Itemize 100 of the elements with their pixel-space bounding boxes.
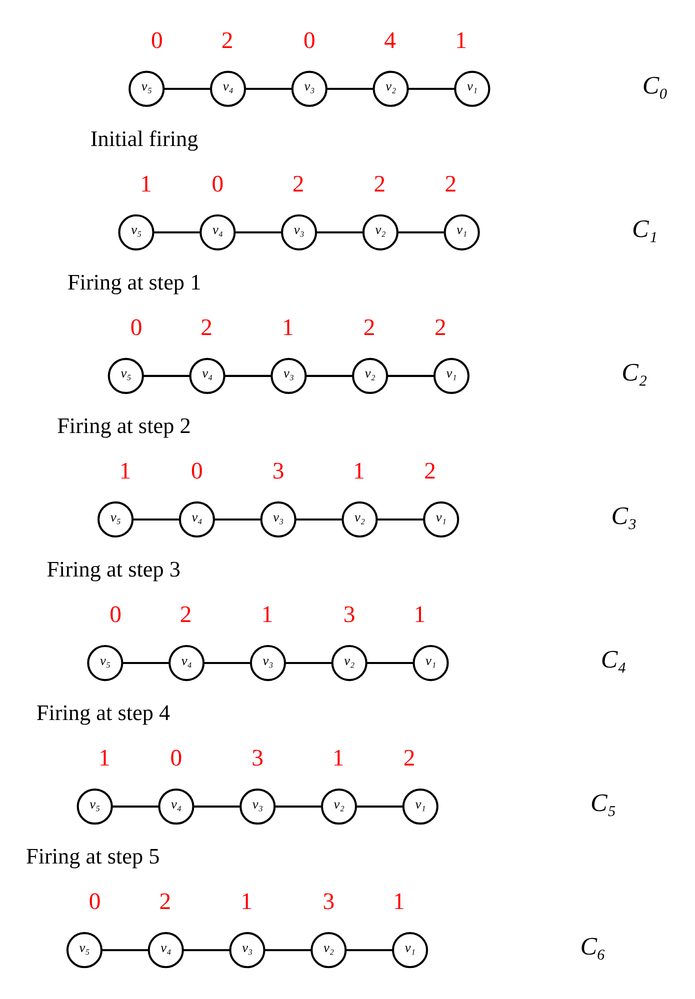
- connector: [204, 662, 251, 664]
- connector: [214, 518, 262, 520]
- label: C₁: [632, 216, 658, 243]
- node-label: 2: [363, 314, 376, 341]
- label: C₆: [580, 934, 606, 961]
- node-circle: v₃: [240, 788, 276, 825]
- node-circle: v₁: [444, 214, 480, 250]
- node-label: 2: [374, 171, 386, 198]
- node-circle: v₁: [392, 932, 428, 968]
- node-circle: v₂: [331, 644, 368, 682]
- node-circle: v₂: [352, 358, 388, 394]
- node-label: 0: [303, 28, 316, 54]
- node-circle: v₃: [229, 932, 266, 968]
- label: Firing at step 5: [26, 844, 160, 869]
- node-circle: v₂: [320, 788, 358, 825]
- connector: [234, 231, 282, 234]
- node-circle: v₁: [412, 644, 449, 682]
- connector: [346, 949, 393, 952]
- node-circle: v₅: [76, 788, 113, 825]
- connector: [224, 374, 272, 377]
- connector: [183, 949, 230, 952]
- node-label: 3: [252, 746, 264, 772]
- connector: [112, 806, 160, 808]
- node-label: 1: [261, 602, 274, 628]
- node-circle: v₂: [362, 214, 398, 250]
- connector: [356, 806, 404, 808]
- node-label: 1: [455, 28, 467, 54]
- connector: [245, 88, 292, 90]
- connector: [408, 88, 456, 90]
- node-circle: v₃: [291, 70, 328, 107]
- node-label: 0: [191, 458, 203, 484]
- node-circle: v₅: [128, 70, 165, 107]
- node-label: 0: [170, 746, 182, 772]
- connector: [143, 374, 190, 377]
- node-circle: v₃: [250, 644, 286, 682]
- connector: [164, 88, 211, 90]
- node-label: 1: [282, 314, 294, 341]
- node-circle: v₁: [423, 501, 460, 538]
- node-circle: v₄: [189, 358, 226, 394]
- connector: [316, 231, 364, 234]
- label: C₅: [590, 790, 616, 818]
- connector: [285, 662, 332, 664]
- connector: [387, 374, 434, 377]
- node-label: 0: [110, 602, 122, 628]
- connector: [264, 949, 312, 952]
- node-label: 3: [272, 458, 284, 484]
- node-circle: v₄: [178, 501, 215, 538]
- node-label: 2: [444, 171, 457, 198]
- node-label: 3: [322, 889, 335, 916]
- node-circle: v₄: [210, 70, 246, 107]
- node-label: 1: [240, 889, 252, 916]
- node-circle: v₂: [372, 70, 409, 107]
- node-circle: v₃: [270, 358, 307, 394]
- connector: [274, 806, 322, 808]
- node-circle: v₃: [260, 501, 296, 538]
- node-circle: v₁: [433, 358, 470, 394]
- node-circle: v₂: [342, 501, 378, 538]
- node-circle: v₄: [168, 644, 205, 682]
- node-label: 2: [200, 314, 212, 341]
- node-circle: v₁: [402, 788, 438, 825]
- connector: [306, 374, 353, 377]
- node-circle: v₄: [158, 788, 194, 825]
- connector: [366, 662, 414, 664]
- node-label: 1: [98, 746, 110, 772]
- node-circle: v₄: [148, 932, 184, 968]
- node-label: 3: [343, 602, 356, 628]
- label: Firing at step 1: [67, 269, 202, 294]
- node-circle: v₅: [87, 644, 124, 682]
- connector: [102, 949, 149, 952]
- connector: [193, 806, 241, 808]
- node-label: 1: [140, 171, 152, 198]
- connector: [295, 518, 343, 520]
- node-circle: v₅: [108, 358, 144, 394]
- node-circle: v₅: [97, 501, 134, 538]
- node-label: 1: [414, 602, 426, 628]
- node-label: 1: [119, 458, 132, 484]
- label: C₃: [611, 503, 637, 530]
- node-label: 2: [403, 746, 416, 772]
- node-label: 2: [180, 602, 192, 628]
- connector: [132, 518, 180, 520]
- label: Firing at step 3: [46, 556, 180, 582]
- node-label: 1: [353, 458, 365, 484]
- node-label: 0: [88, 889, 101, 916]
- node-label: 4: [384, 28, 396, 54]
- label: C₄: [600, 646, 626, 674]
- node-label: 2: [424, 458, 436, 484]
- node-label: 2: [221, 28, 234, 54]
- connector: [326, 88, 374, 90]
- node-label: 0: [212, 171, 224, 198]
- node-label: 1: [393, 889, 405, 916]
- node-label: 0: [130, 314, 142, 341]
- connector: [122, 662, 170, 664]
- node-circle: v₅: [66, 932, 103, 968]
- node-circle: v₂: [310, 932, 347, 968]
- node-label: 2: [292, 171, 304, 198]
- node-label: 0: [151, 28, 163, 54]
- node-label: 1: [332, 746, 344, 772]
- node-circle: v₃: [280, 214, 318, 250]
- connector: [398, 231, 445, 234]
- node-circle: v₁: [454, 70, 490, 107]
